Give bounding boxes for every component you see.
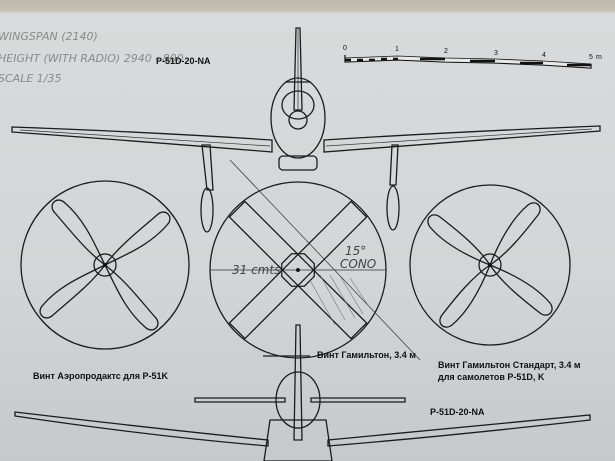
caption-aeroproducts: Винт Аэропродактс для P-51K [33, 371, 168, 381]
pencil-radius: 31 cmts. [232, 263, 284, 277]
propeller-hamilton: 31 cmts. 15° CONO Винт Гамильтон, 3.4 м [209, 159, 421, 361]
pencil-hatching [309, 274, 371, 326]
scale-tick-2: 2 [444, 48, 448, 55]
scale-tick-0: 0 [343, 45, 347, 52]
note-scale: SCALE 1/35 [0, 72, 61, 85]
aircraft-front-view-top [11, 27, 601, 233]
handwritten-notes: WINGSPAN (2140) HEIGHT (WITH RADIO) 2940… [0, 30, 184, 85]
scale-bar: 0 1 2 3 4 5 m [343, 45, 602, 69]
scale-tick-5: 5 [589, 54, 593, 61]
propeller-hamilton-standard: Винт Гамильтон Стандарт, 3.4 м для самол… [409, 184, 581, 382]
pencil-angle: 15° [345, 244, 366, 258]
propeller-aeroproducts: Винт Аэропродактс для P-51K [20, 180, 190, 381]
caption-hamilton-standard-1: Винт Гамильтон Стандарт, 3.4 м [438, 360, 581, 370]
scale-tick-3: 3 [494, 50, 498, 57]
note-wingspan: WINGSPAN (2140) [0, 30, 98, 43]
note-height: HEIGHT (WITH RADIO) 2940 - 800 [0, 52, 184, 65]
caption-hamilton-standard-2: для самолетов P-51D, K [438, 372, 545, 382]
aircraft-front-view-bottom: P-51D-20-NA [14, 324, 591, 461]
scale-tick-1: 1 [395, 46, 399, 53]
pencil-cono: CONO [340, 257, 376, 271]
scale-tick-4: 4 [542, 52, 546, 59]
scale-unit: m [596, 54, 602, 61]
title-bottom: P-51D-20-NA [430, 407, 485, 417]
title-top: P-51D-20-NA [156, 56, 211, 66]
caption-hamilton: Винт Гамильтон, 3.4 м [317, 350, 416, 360]
